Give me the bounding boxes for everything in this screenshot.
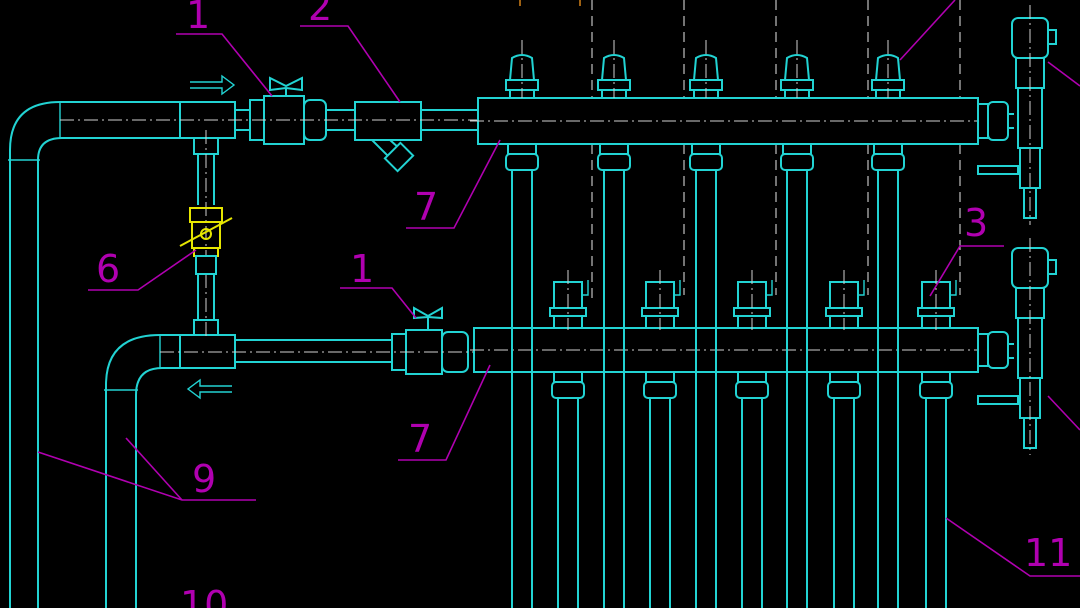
supply-outlets <box>505 143 905 608</box>
upper-end-assembly <box>977 5 1057 225</box>
arrow-right-icon <box>190 74 236 96</box>
supply-riser-pipe <box>8 101 180 608</box>
label-bottom: 10 <box>180 583 228 608</box>
return-line <box>160 306 478 375</box>
return-actuators <box>549 270 957 330</box>
supply-manifold <box>470 97 1014 145</box>
dashed-reference-lines <box>591 0 961 300</box>
supply-line <box>60 76 478 173</box>
label-actuator: 3 <box>964 201 988 245</box>
label-supply-manifold: 7 <box>414 185 438 229</box>
bypass-valve <box>179 207 233 275</box>
lower-end-assembly <box>977 238 1057 455</box>
label-valve-supply: 1 <box>186 0 210 37</box>
label-return-manifold: 7 <box>408 417 432 461</box>
bypass-line <box>193 130 219 340</box>
callout-labels: 1 2 3 6 1 7 7 9 10 11 <box>96 0 1072 608</box>
return-outlets <box>551 371 953 608</box>
top-edge-lines <box>519 0 581 8</box>
label-strainer: 2 <box>308 0 332 29</box>
return-riser-pipe <box>104 334 180 608</box>
label-bypass-valve: 6 <box>96 247 120 291</box>
label-loop-pipes: 11 <box>1024 531 1072 575</box>
return-manifold <box>470 327 1014 373</box>
label-valve-return: 1 <box>350 247 374 291</box>
label-risers: 9 <box>192 457 216 501</box>
leader-lines <box>37 0 1080 577</box>
supply-valve-caps <box>505 40 905 99</box>
arrow-left-icon <box>186 378 232 400</box>
